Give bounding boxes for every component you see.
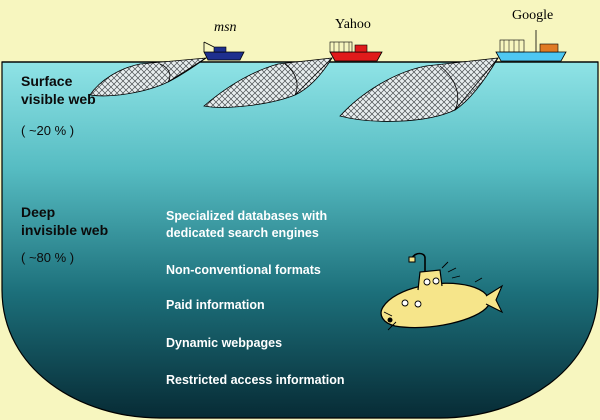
deep-title: Deep <box>21 204 56 220</box>
surface-subtitle: visible web <box>21 91 96 107</box>
ocean-body <box>1 61 599 419</box>
surface-title: Surface <box>21 73 73 89</box>
deep-percent: ( ~80 % ) <box>21 250 75 265</box>
deep-item: Restricted access information <box>166 373 345 387</box>
google-label: Google <box>512 8 554 23</box>
submarine <box>380 252 504 331</box>
deep-item: Dynamic webpages <box>166 336 283 350</box>
deep-item: Paid information <box>166 298 265 312</box>
msn-boat <box>203 41 245 61</box>
deep-item: Non-conventional formats <box>166 263 321 277</box>
msn-label: msn <box>214 20 237 35</box>
google-net <box>339 57 499 122</box>
yahoo-boat <box>329 41 383 62</box>
deep-subtitle: invisible web <box>21 222 109 238</box>
yahoo-label: Yahoo <box>335 17 371 32</box>
msn-net <box>89 57 208 97</box>
deep-item-line: dedicated search engines <box>166 226 319 240</box>
surface-percent: ( ~20 % ) <box>21 123 75 138</box>
google-boat <box>495 30 567 62</box>
yahoo-net <box>203 57 333 108</box>
deep-item-line: Specialized databases with <box>166 209 328 223</box>
